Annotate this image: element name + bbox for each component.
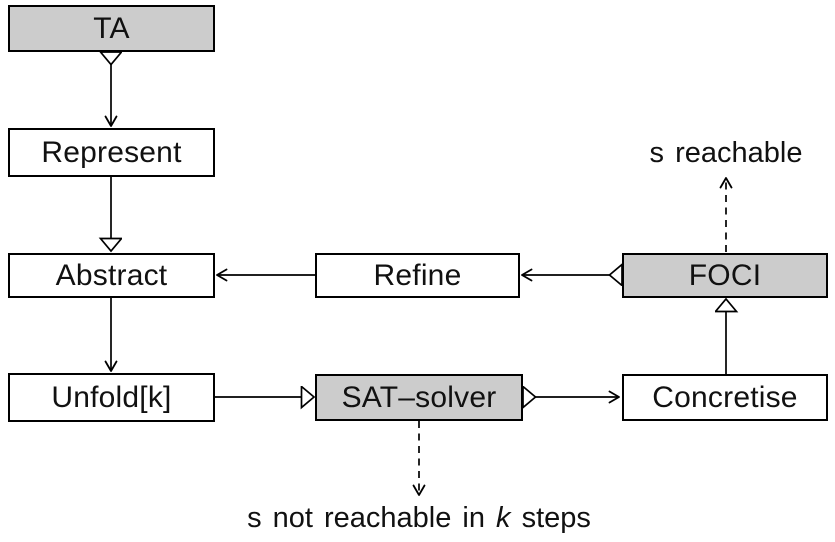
box-abstract: Abstract [8, 253, 215, 298]
label-s-not-reachable-suffix: steps [510, 502, 591, 534]
box-unfold-k-label: Unfold[k] [51, 380, 172, 414]
box-represent: Represent [8, 128, 215, 177]
box-refine: Refine [315, 253, 520, 298]
box-ta: TA [8, 5, 215, 52]
box-sat-solver: SAT–solver [315, 374, 523, 421]
box-foci: FOCI [622, 253, 828, 298]
box-concretise: Concretise [622, 374, 828, 421]
box-foci-label: FOCI [688, 258, 762, 292]
box-represent-label: Represent [41, 135, 182, 169]
box-refine-label: Refine [373, 258, 462, 292]
box-sat-solver-label: SAT–solver [341, 380, 497, 414]
label-s-reachable-text: s reachable [649, 137, 803, 169]
label-s-not-reachable-var: k [496, 502, 511, 534]
box-ta-label: TA [93, 11, 130, 45]
box-abstract-label: Abstract [55, 258, 168, 292]
label-s-reachable: s reachable [576, 137, 835, 170]
box-unfold-k: Unfold[k] [8, 373, 215, 422]
label-s-not-reachable: s not reachable in k steps [219, 502, 619, 535]
label-s-not-reachable-prefix: s not reachable in [247, 502, 497, 534]
box-concretise-label: Concretise [652, 380, 798, 414]
